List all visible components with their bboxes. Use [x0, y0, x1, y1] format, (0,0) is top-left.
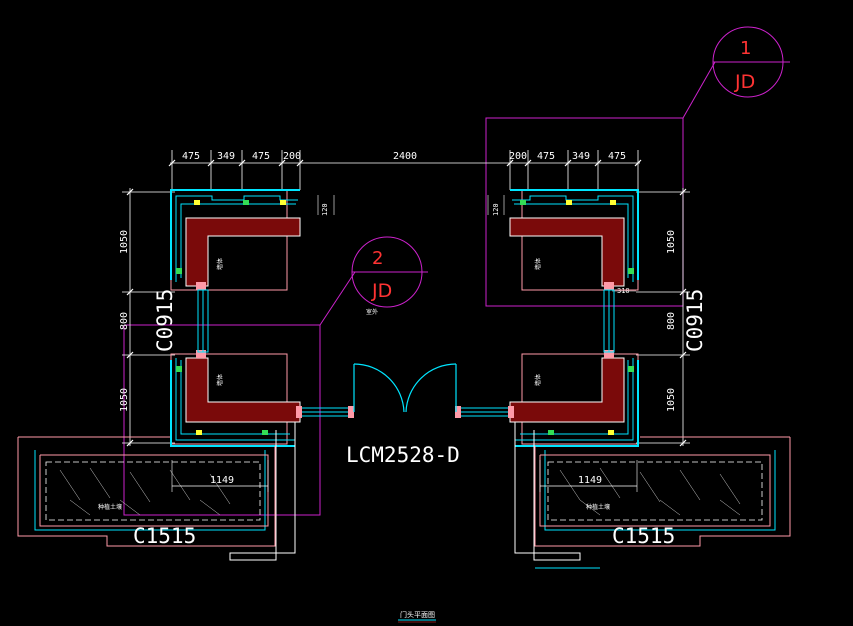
- inner-small-dims: 120 120 310: [321, 203, 630, 295]
- planter-right-note: 种植土壤: [586, 503, 610, 511]
- planter-left-dim: 1149: [210, 475, 234, 486]
- planter-right: 1149 种植土壤 C1515: [534, 436, 791, 548]
- left-dimension-labels: 1050 800 1050: [119, 230, 130, 412]
- dim-top-left-1: 475: [182, 151, 200, 162]
- dim-top-right-3: 349: [572, 151, 590, 162]
- pillar-lr-label: 墙体: [534, 374, 542, 386]
- dim-left-lower: 1050: [119, 388, 130, 412]
- dim-inner-right: 120: [492, 203, 500, 216]
- planter-right-dim: 1149: [578, 475, 602, 486]
- dim-top-right-1: 200: [509, 151, 527, 162]
- pillar-ll-label: 墙体: [216, 374, 224, 386]
- window-right-vertical-label: C0915: [683, 289, 707, 352]
- right-dimension-chain: [636, 188, 690, 447]
- dim-right-lower: 1050: [666, 388, 677, 412]
- dim-top-right-2: 475: [537, 151, 555, 162]
- pillar-ul-label: 墙体: [216, 258, 224, 270]
- window-left-vertical-label: C0915: [153, 289, 177, 352]
- callout-2-number: 2: [372, 248, 383, 269]
- right-dimension-labels: 1050 800 1050: [666, 230, 677, 412]
- window-left-bottom-label: C1515: [133, 524, 196, 548]
- planter-left: 1149 种植土壤 C1515: [17, 436, 276, 548]
- drawing-title: 门头平面图: [398, 610, 436, 623]
- callout-2: 2 JD: [351, 236, 423, 308]
- entrance-door: [353, 363, 457, 413]
- dim-inner-left: 120: [321, 203, 329, 216]
- dim-left-middle: 800: [119, 312, 130, 330]
- callout-1-sheet: JD: [734, 71, 755, 93]
- top-dimension-chain: [168, 150, 642, 190]
- door-label: LCM2528-D: [346, 443, 460, 467]
- callout-1: 1 JD: [712, 26, 784, 98]
- dim-top-left-2: 349: [217, 151, 235, 162]
- window-right-bottom-label: C1515: [612, 524, 675, 548]
- drawing-title-text: 门头平面图: [400, 610, 435, 619]
- pillar-lower-right: 墙体: [509, 350, 639, 447]
- planter-left-note: 种植土壤: [98, 503, 122, 511]
- pillar-lower-left: 墙体: [170, 350, 301, 447]
- wall-returns: [229, 421, 600, 569]
- center-note: 室外: [366, 308, 378, 316]
- front-window-right: [455, 406, 514, 418]
- dim-left-upper: 1050: [119, 230, 130, 254]
- dim-top-center: 2400: [393, 151, 417, 162]
- pillar-upper-left: 墙体: [170, 189, 301, 291]
- dim-right-upper: 1050: [666, 230, 677, 254]
- dim-top-right-4: 475: [608, 151, 626, 162]
- dim-top-left-4: 200: [283, 151, 301, 162]
- callout-1-number: 1: [740, 38, 751, 59]
- window-right-vertical: [603, 289, 615, 353]
- front-window-left: [296, 406, 354, 418]
- left-dimension-chain: [122, 188, 175, 447]
- window-left-vertical: [197, 289, 209, 353]
- top-dimension-labels: 475 349 475 200 2400 200 475 349 475: [182, 151, 626, 162]
- dim-right-middle: 800: [666, 312, 677, 330]
- callout-2-sheet: JD: [371, 280, 392, 302]
- pillar-upper-right: 墙体: [509, 189, 639, 291]
- pillar-ur-label: 墙体: [534, 258, 542, 270]
- inner-small-dim-lines: [317, 195, 636, 292]
- dim-top-left-3: 475: [252, 151, 270, 162]
